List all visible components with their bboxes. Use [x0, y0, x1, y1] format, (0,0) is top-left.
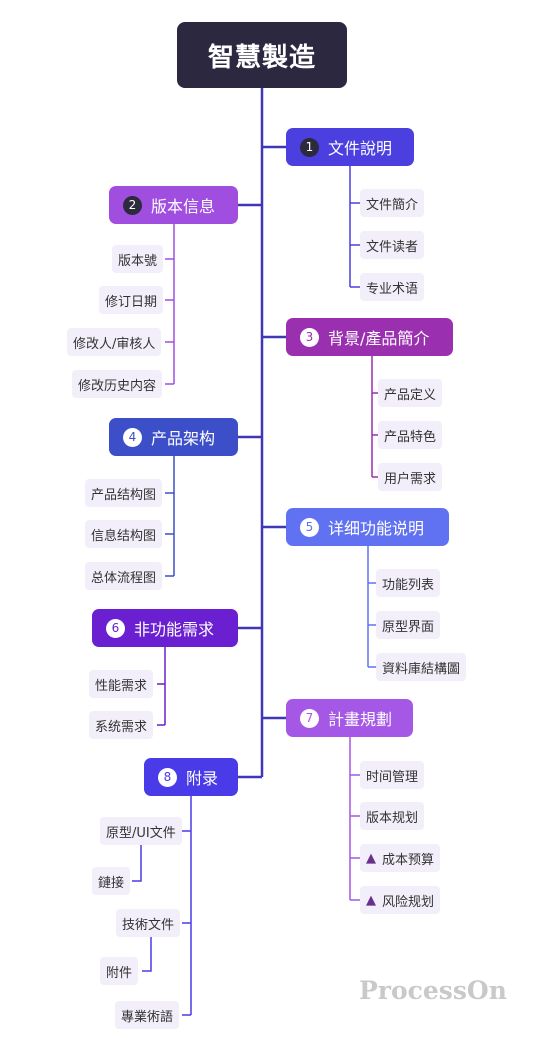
leaf-1-2[interactable]: 文件读者 [360, 231, 425, 259]
leaf-2-1[interactable]: 版本號 [112, 245, 164, 273]
number-badge: 2 [123, 195, 142, 215]
warning-triangle-icon: ▲ [366, 850, 376, 866]
leaf-6-2[interactable]: 系统需求 [89, 711, 154, 739]
number-badge: 1 [300, 137, 319, 157]
branch-label: 产品架构 [151, 429, 216, 448]
leaf-5-3[interactable]: 資料庫結構圖 [376, 653, 467, 681]
leaf-4-1[interactable]: 产品结构图 [85, 479, 163, 507]
branch-label: 背景/產品簡介 [328, 329, 430, 348]
leaf-7-1[interactable]: 时间管理 [360, 761, 425, 789]
branch-1-document-description[interactable]: 1 文件說明 [286, 128, 414, 166]
number-badge: 3 [300, 327, 319, 347]
number-badge: 6 [106, 618, 125, 638]
branch-8-appendix[interactable]: 8 附录 [144, 758, 238, 796]
leaf-2-3[interactable]: 修改人/审核人 [67, 328, 162, 356]
number-badge: 5 [300, 517, 319, 537]
leaf-8-2[interactable]: 鏈接 [92, 867, 131, 895]
branch-label: 版本信息 [151, 197, 216, 216]
leaf-7-3[interactable]: ▲ 成本预算 [360, 844, 441, 872]
watermark: ProcessOn [359, 976, 507, 1005]
branch-label: 計畫規劃 [328, 710, 393, 729]
branch-2-version-info[interactable]: 2 版本信息 [109, 186, 238, 224]
leaf-1-3[interactable]: 专业术语 [360, 273, 425, 301]
branch-7-planning[interactable]: 7 計畫規劃 [286, 699, 413, 737]
leaf-8-3[interactable]: 技術文件 [116, 909, 181, 937]
branch-label: 文件說明 [328, 139, 393, 158]
number-badge: 8 [158, 767, 177, 787]
branch-label: 附录 [186, 769, 219, 788]
leaf-2-2[interactable]: 修订日期 [99, 286, 164, 314]
leaf-5-1[interactable]: 功能列表 [376, 569, 441, 597]
leaf-2-4[interactable]: 修改历史内容 [72, 370, 163, 398]
leaf-label: 风险规划 [382, 894, 435, 910]
leaf-label: 成本预算 [382, 852, 435, 868]
branch-6-non-functional[interactable]: 6 非功能需求 [92, 609, 238, 647]
root-topic[interactable]: 智慧製造 [177, 22, 347, 88]
leaf-8-5[interactable]: 專業術語 [115, 1001, 180, 1029]
number-badge: 4 [123, 427, 142, 447]
leaf-1-1[interactable]: 文件簡介 [360, 189, 425, 217]
leaf-3-2[interactable]: 产品特色 [378, 421, 443, 449]
leaf-7-2[interactable]: 版本规划 [360, 802, 425, 830]
branch-3-background[interactable]: 3 背景/產品簡介 [286, 318, 453, 356]
leaf-4-3[interactable]: 总体流程图 [85, 562, 163, 590]
branch-label: 非功能需求 [134, 620, 215, 639]
leaf-3-3[interactable]: 用户需求 [378, 463, 443, 491]
leaf-8-4[interactable]: 附件 [100, 957, 139, 985]
branch-5-detailed-functions[interactable]: 5 详细功能说明 [286, 508, 449, 546]
leaf-8-1[interactable]: 原型/UI文件 [100, 817, 182, 845]
warning-triangle-icon: ▲ [366, 892, 376, 908]
leaf-4-2[interactable]: 信息结构图 [85, 520, 163, 548]
leaf-7-4[interactable]: ▲ 风险规划 [360, 886, 441, 914]
leaf-3-1[interactable]: 产品定义 [378, 379, 443, 407]
leaf-5-2[interactable]: 原型界面 [376, 611, 441, 639]
branch-4-product-architecture[interactable]: 4 产品架构 [109, 418, 238, 456]
number-badge: 7 [300, 708, 319, 728]
leaf-6-1[interactable]: 性能需求 [89, 670, 154, 698]
branch-label: 详细功能说明 [328, 519, 425, 538]
